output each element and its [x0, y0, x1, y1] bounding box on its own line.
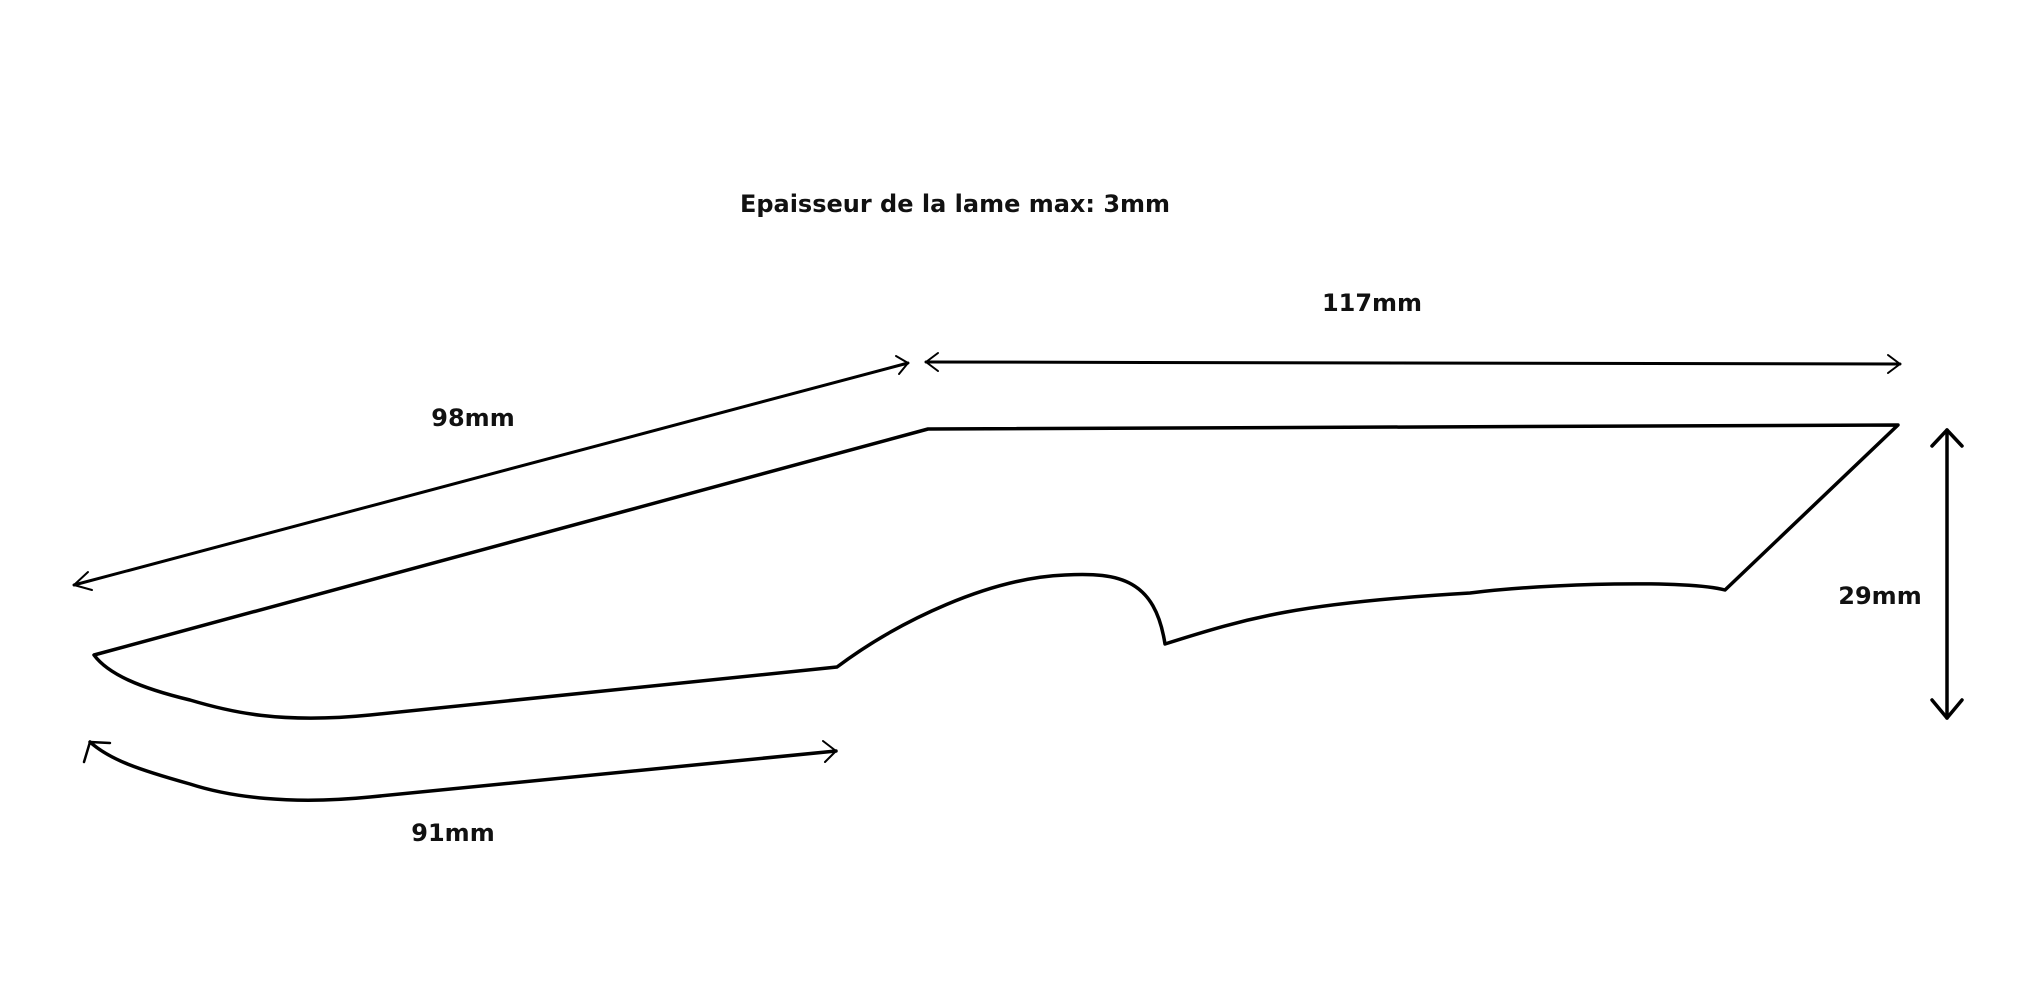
spine-dimension-arrow [72, 355, 910, 591]
height-dimension-label: 29mm [1838, 582, 1921, 610]
thickness-note: Epaisseur de la lame max: 3mm [740, 190, 1170, 218]
top-dimension-label: 117mm [1322, 289, 1422, 317]
height-dimension-arrow [1930, 428, 1964, 720]
blade-outline [92, 423, 1900, 720]
spine-dimension-label: 98mm [431, 404, 514, 432]
edge-dimension-label: 91mm [411, 819, 494, 847]
edge-dimension-arrow [82, 740, 838, 802]
top-dimension-arrow [924, 352, 1902, 374]
